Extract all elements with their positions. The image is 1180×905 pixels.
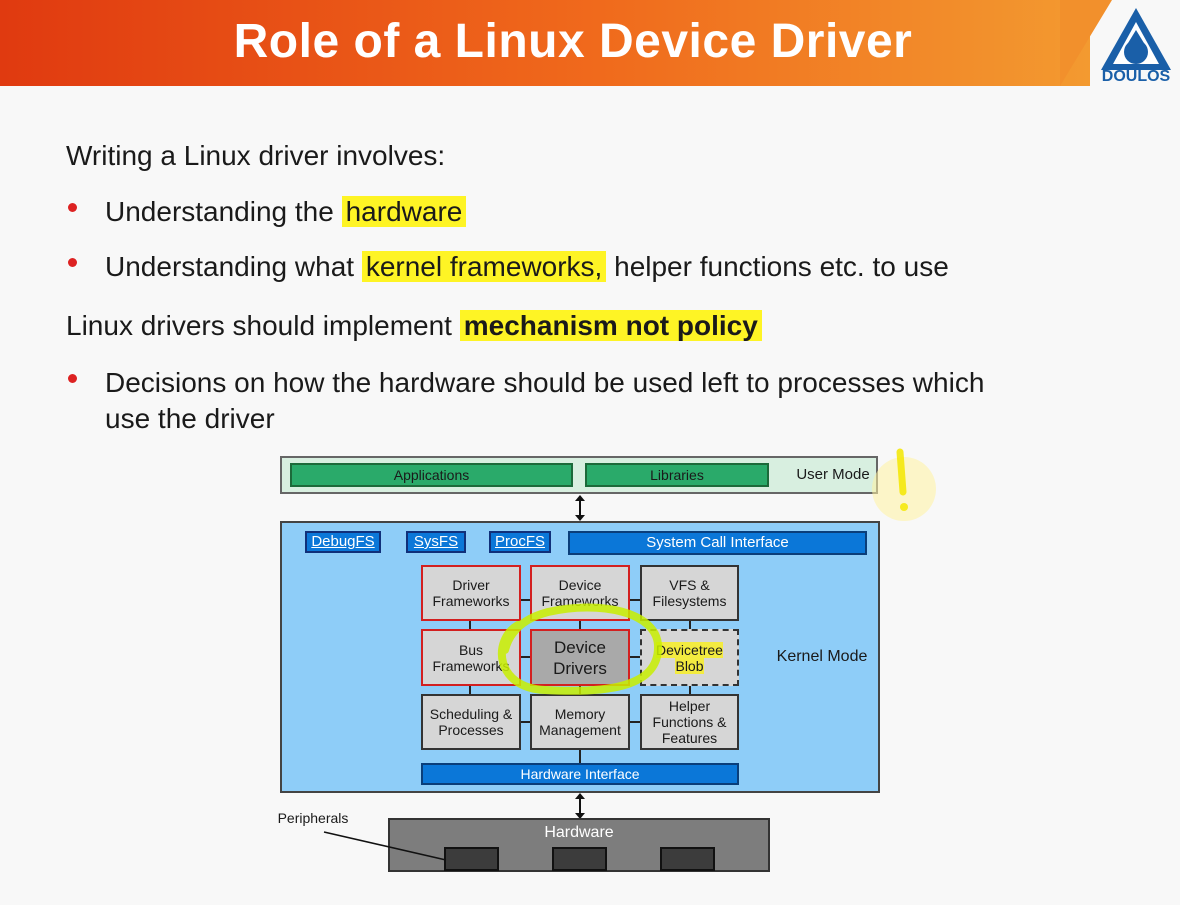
peripheral-block bbox=[660, 847, 715, 871]
bullet-decisions-line1: Decisions on how the hardware should be … bbox=[105, 367, 985, 398]
box-line: Processes bbox=[438, 722, 504, 738]
bullet-kernel-frameworks: Understanding what kernel frameworks, he… bbox=[105, 251, 949, 283]
devicetree-blob-box: Devicetree Blob bbox=[640, 629, 739, 686]
box-line: Memory bbox=[554, 706, 606, 722]
kernel-mode-label: Kernel Mode bbox=[776, 648, 868, 665]
connector bbox=[689, 685, 691, 695]
kernel-hardware-arrow-icon bbox=[575, 793, 585, 819]
box-line: Devicetree bbox=[656, 641, 723, 658]
bus-frameworks-box: Bus Frameworks bbox=[421, 629, 521, 686]
connector bbox=[520, 721, 530, 723]
highlight-hardware: hardware bbox=[341, 196, 467, 227]
bullet-hardware: Understanding the hardware bbox=[105, 196, 467, 228]
bullet-dot bbox=[68, 203, 77, 212]
helper-functions-box: Helper Functions & Features bbox=[640, 694, 739, 750]
system-call-interface-box: System Call Interface bbox=[568, 531, 867, 555]
title-banner-tip bbox=[1060, 0, 1112, 86]
scheduling-processes-box: Scheduling & Processes bbox=[421, 694, 521, 750]
bullet-decisions-line2: use the driver bbox=[105, 403, 275, 434]
bullet-text: Understanding what bbox=[105, 251, 362, 282]
bullet-dot bbox=[68, 258, 77, 267]
sysfs-tab: SysFS bbox=[406, 531, 466, 553]
connector bbox=[579, 749, 581, 763]
device-drivers-box: Device Drivers bbox=[530, 629, 630, 686]
connector bbox=[630, 599, 640, 601]
connector bbox=[520, 599, 530, 601]
peripheral-block bbox=[552, 847, 607, 871]
doulos-logo-icon bbox=[1101, 8, 1171, 70]
box-line: Filesystems bbox=[652, 593, 727, 609]
box-line: Features bbox=[661, 730, 718, 746]
title-banner bbox=[0, 0, 1090, 86]
box-line: Frameworks bbox=[541, 593, 619, 609]
driver-frameworks-box: Driver Frameworks bbox=[421, 565, 521, 621]
box-line: Frameworks bbox=[432, 593, 510, 609]
slide-title: Role of a Linux Device Driver bbox=[233, 15, 913, 68]
box-line: Drivers bbox=[553, 658, 607, 678]
device-frameworks-box: Device Frameworks bbox=[530, 565, 630, 621]
memory-management-box: Memory Management bbox=[530, 694, 630, 750]
logo-text: DOULOS bbox=[1101, 68, 1171, 85]
connector bbox=[469, 685, 471, 695]
highlight-mechanism: mechanism not policy bbox=[459, 310, 762, 341]
box-line: Functions & bbox=[652, 714, 727, 730]
peripheral-block bbox=[444, 847, 499, 871]
box-line: VFS & bbox=[669, 577, 710, 593]
box-line: Helper bbox=[668, 698, 711, 714]
user-kernel-arrow-icon bbox=[575, 495, 585, 521]
box-line: Driver bbox=[452, 577, 490, 593]
box-line: Blob bbox=[675, 657, 704, 674]
box-line: Bus bbox=[458, 641, 484, 658]
peripherals-pointer-line bbox=[323, 831, 447, 861]
box-line: Scheduling & bbox=[429, 706, 513, 722]
bullet-text: helper functions etc. to use bbox=[606, 251, 949, 282]
connector bbox=[630, 721, 640, 723]
connector bbox=[520, 656, 530, 658]
intro-text: Writing a Linux driver involves: bbox=[66, 140, 446, 171]
box-line: Management bbox=[539, 722, 621, 738]
procfs-tab: ProcFS bbox=[489, 531, 551, 553]
applications-box: Applications bbox=[290, 463, 573, 487]
connector bbox=[630, 656, 640, 658]
hardware-interface-box: Hardware Interface bbox=[421, 763, 739, 785]
connector bbox=[469, 620, 471, 630]
debugfs-tab: DebugFS bbox=[305, 531, 381, 553]
vfs-filesystems-box: VFS & Filesystems bbox=[640, 565, 739, 621]
highlight-kernel-frameworks: kernel frameworks, bbox=[361, 251, 607, 282]
box-line: Frameworks bbox=[432, 657, 510, 674]
bullet-dot bbox=[68, 374, 77, 383]
bullet-text: Understanding the bbox=[105, 196, 342, 227]
principle-prefix: Linux drivers should implement bbox=[66, 310, 460, 341]
box-line: Device bbox=[554, 637, 606, 657]
peripherals-label: Peripherals bbox=[277, 810, 349, 826]
principle-text: Linux drivers should implement mechanism… bbox=[66, 310, 762, 342]
connector bbox=[689, 620, 691, 630]
user-mode-label: User Mode bbox=[796, 466, 870, 483]
libraries-box: Libraries bbox=[585, 463, 769, 487]
box-line: Device bbox=[558, 577, 602, 593]
